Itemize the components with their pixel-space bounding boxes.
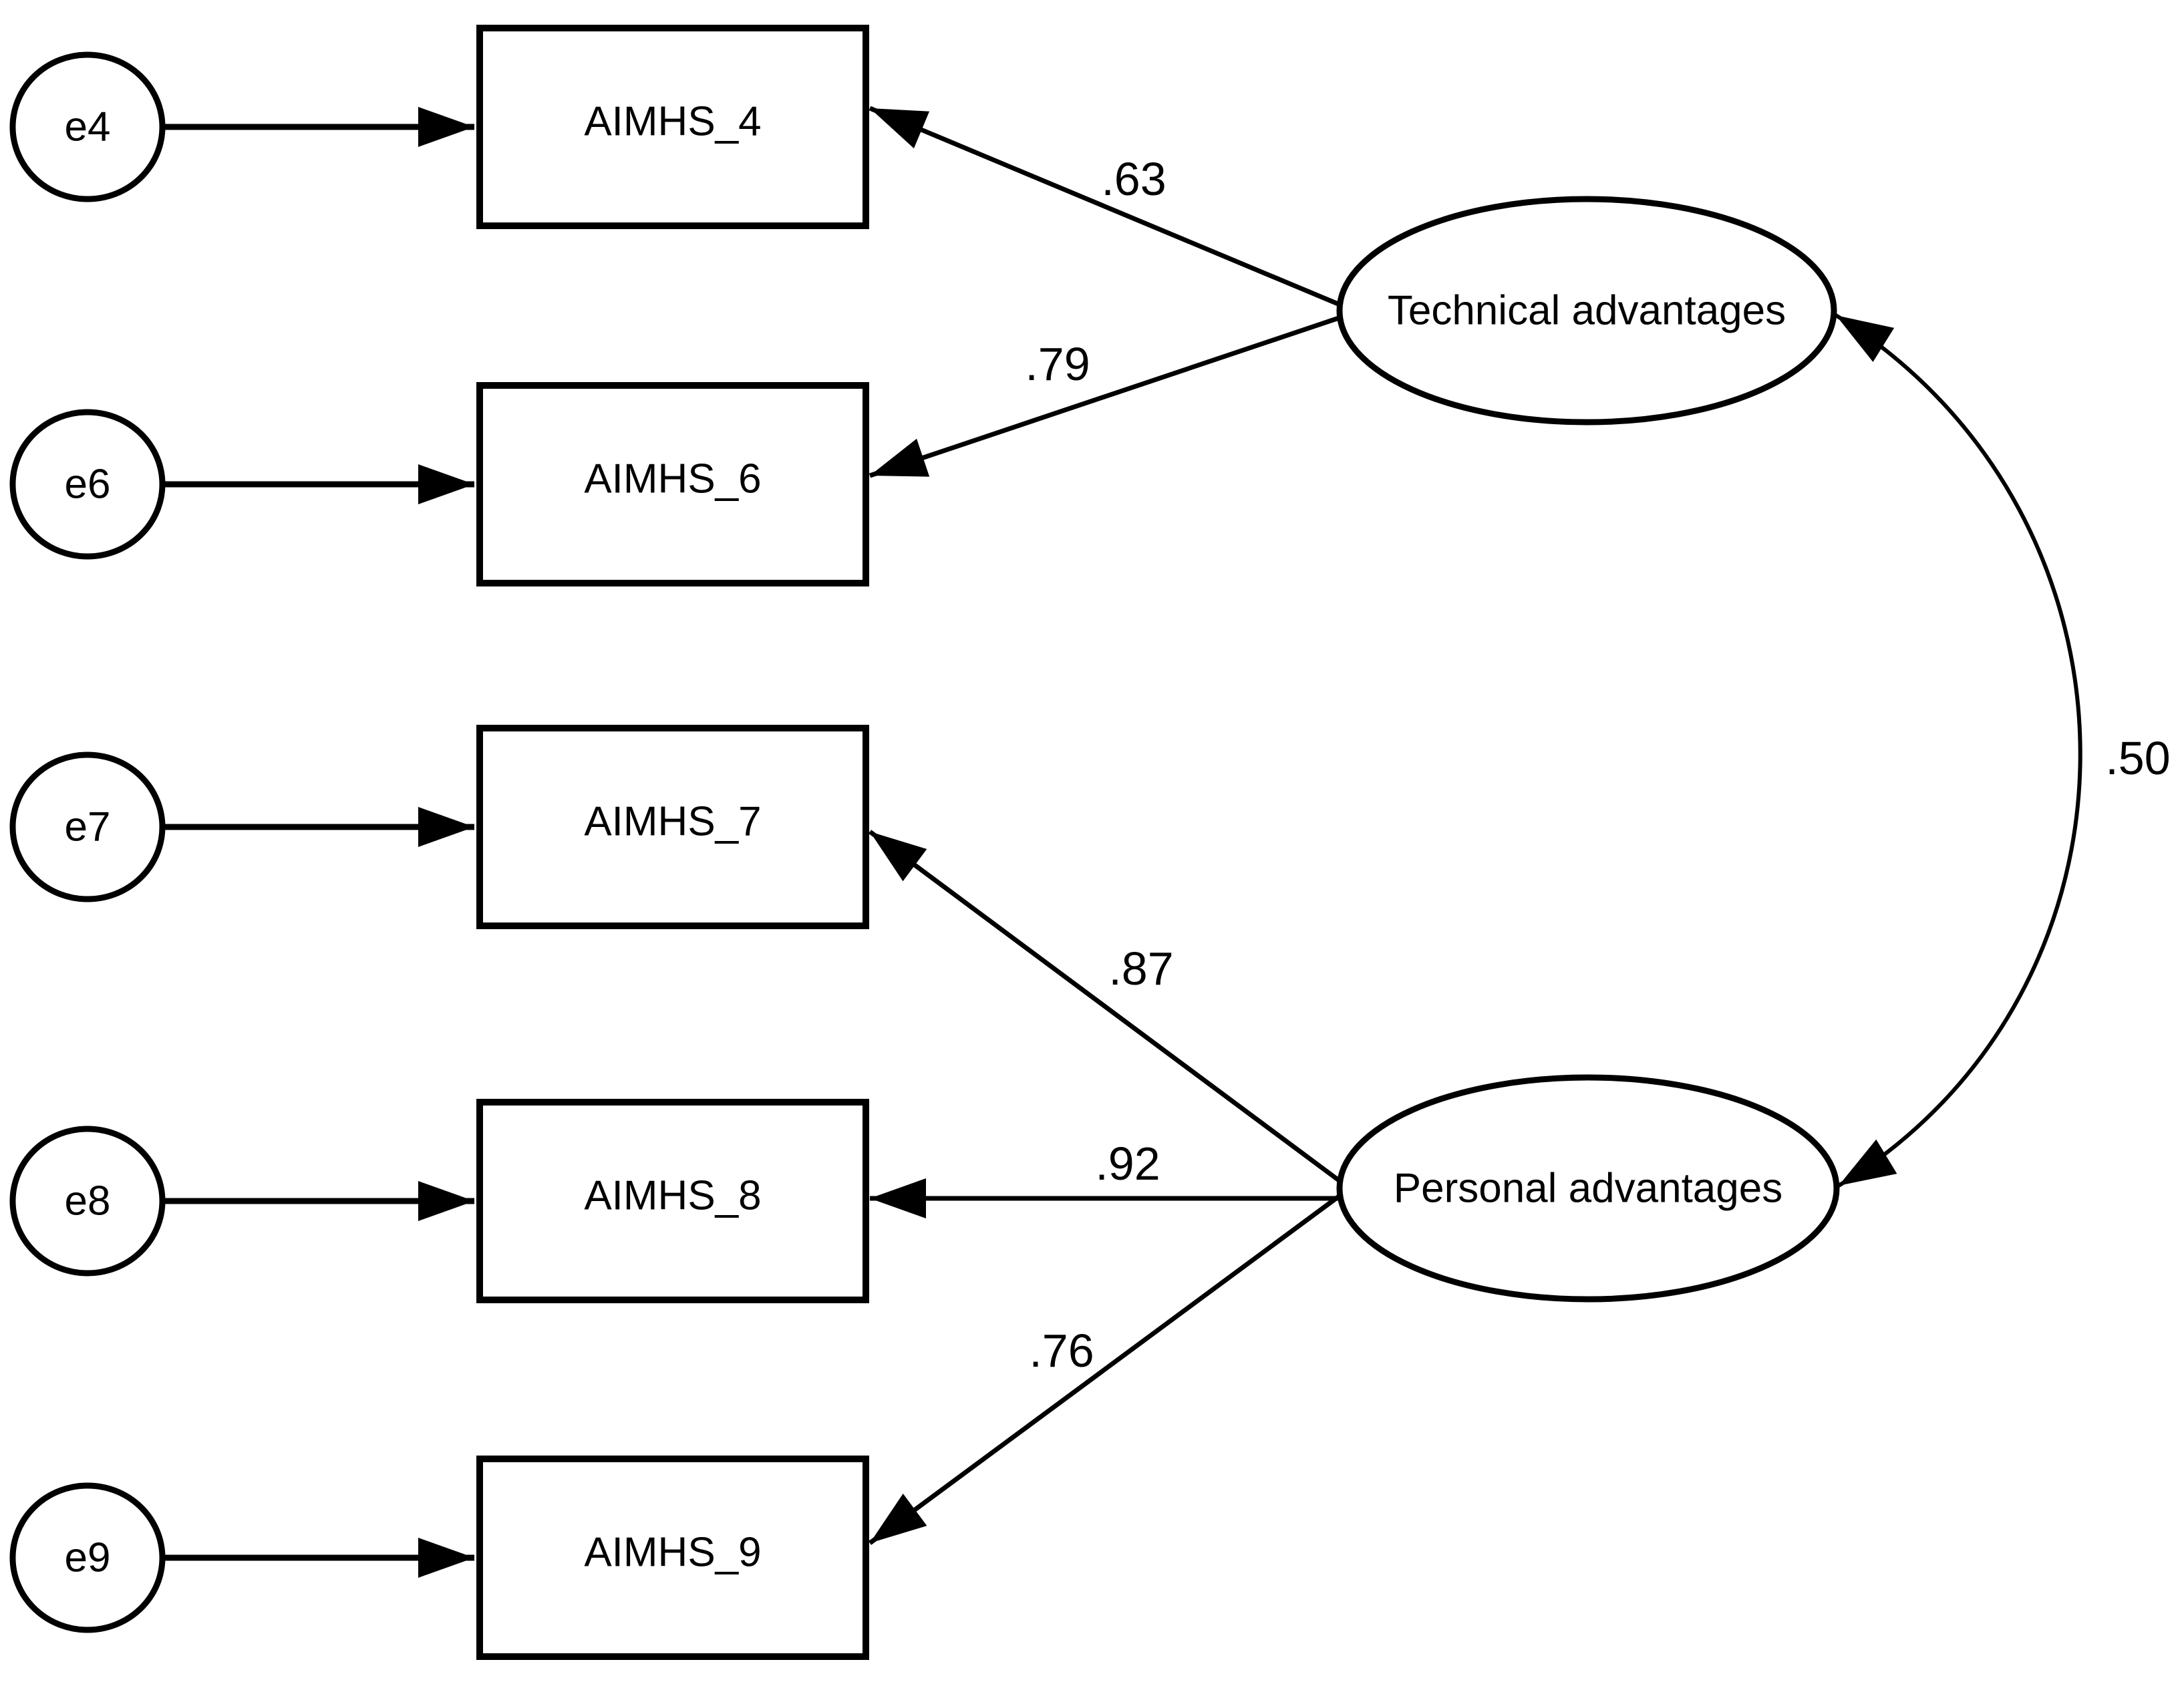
loading-value: .76 [1029,1325,1094,1377]
loading-value: .63 [1101,153,1166,205]
loading-edge: .63 [869,106,1344,309]
factor-ellipse [1336,196,1837,426]
error-term-label: e9 [65,1535,111,1581]
covariance-value: .50 [2105,732,2170,784]
indicator-row: e9 AIMHS_9 [9,1456,869,1660]
loading-value: .87 [1108,943,1173,995]
loading-edge: .87 [868,830,1344,1184]
error-term-label: e4 [65,104,111,150]
loading-edge: .76 [868,1192,1344,1545]
loading-arrow [869,314,1344,478]
loading-arrow [868,830,1344,1184]
error-term-circle [9,409,166,560]
indicator-label: AIMHS_7 [584,799,761,845]
covariance-arc [1835,313,2082,1188]
loading-edge: .92 [870,1138,1340,1218]
indicator-row: e4 AIMHS_4 [9,25,869,229]
error-term-circle [9,1482,166,1633]
indicator-box [476,725,869,929]
indicator-box [476,1456,869,1660]
loading-value: .92 [1095,1138,1160,1190]
loading-arrow [868,1192,1344,1545]
indicator-box [476,25,869,229]
loading-value: .79 [1025,338,1090,390]
indicator-label: AIMHS_4 [584,99,761,145]
error-term-label: e6 [65,462,111,508]
factor-label: Personal advantages [1394,1166,1783,1212]
error-term-label: e8 [65,1178,111,1224]
latent-factor: Personal advantages [1336,1074,1840,1303]
latent-factor: Technical advantages [1336,196,1837,426]
loading-arrow [869,106,1344,309]
error-term-circle [9,751,166,902]
factor-ellipse [1336,1074,1840,1303]
indicator-row: e8 AIMHS_8 [9,1099,869,1303]
error-term-circle [9,51,166,202]
indicator-box [476,1099,869,1303]
error-term-label: e7 [65,804,111,850]
indicator-box [476,382,869,586]
error-term-circle [9,1126,166,1277]
indicator-row: e6 AIMHS_6 [9,382,869,586]
indicator-row: e7 AIMHS_7 [9,725,869,929]
indicator-label: AIMHS_9 [584,1530,761,1576]
indicator-label: AIMHS_6 [584,456,761,502]
loading-edge: .79 [869,314,1344,478]
factor-label: Technical advantages [1388,288,1786,334]
indicator-label: AIMHS_8 [584,1173,761,1219]
covariance-edge: .50 [1835,313,2171,1188]
